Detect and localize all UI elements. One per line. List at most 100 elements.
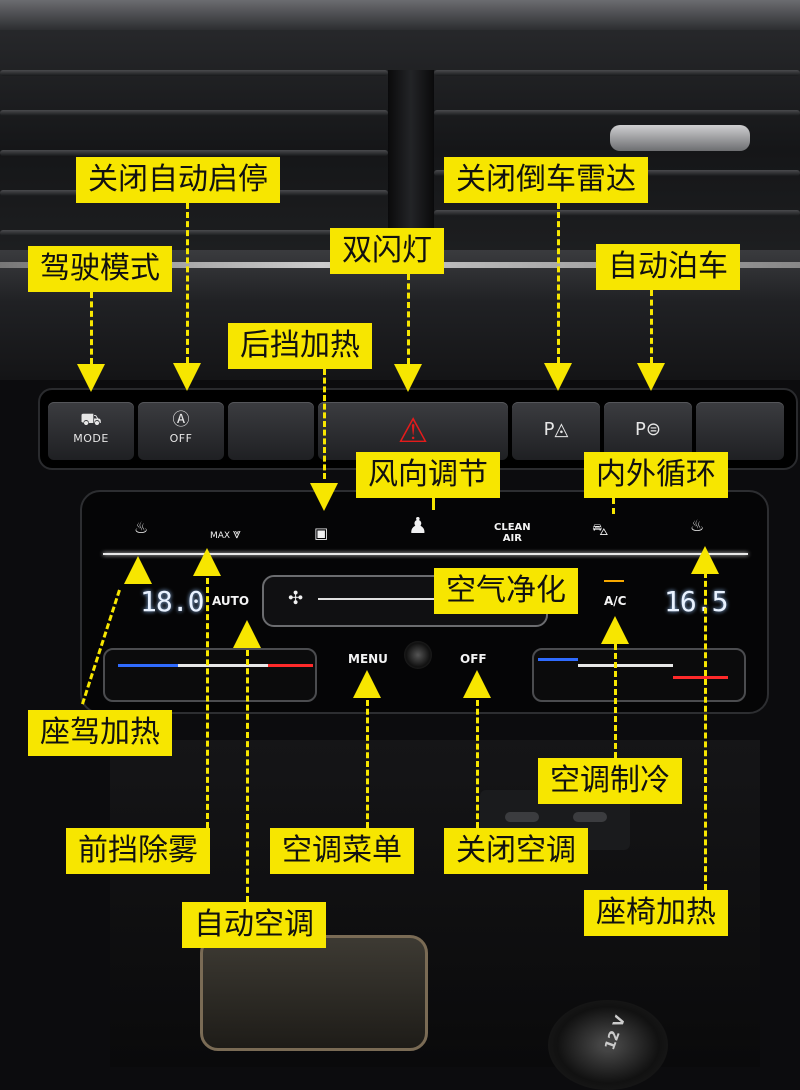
temp-slider-right[interactable] <box>532 648 746 702</box>
callout-rear-radar: 关闭倒车雷达 <box>444 157 648 203</box>
callout-line <box>186 203 189 363</box>
callout-line <box>323 369 326 479</box>
auto-park-button[interactable]: P⊜ <box>604 402 692 460</box>
temperature-left: 18.0 <box>140 585 204 618</box>
panel-light-line <box>103 553 748 555</box>
park-distance-icon: P <box>543 419 555 440</box>
defrost-icon: ⩔ <box>232 526 241 542</box>
callout-arrow <box>463 670 491 698</box>
temperature-right: 16.5 <box>664 585 728 618</box>
ac-off-button[interactable]: OFF <box>460 652 487 666</box>
auto-stop-icon: Ⓐ <box>172 410 190 430</box>
mode-label: MODE <box>73 432 109 445</box>
callout-front-defog: 前挡除雾 <box>66 828 210 874</box>
park-assist-button[interactable]: P◬ <box>512 402 600 460</box>
vent-divider <box>388 70 434 240</box>
callout-arrow <box>124 556 152 584</box>
callout-line <box>557 203 560 363</box>
ac-button[interactable]: A/C <box>604 594 627 608</box>
callout-line <box>614 644 617 758</box>
vent-slat <box>434 210 800 216</box>
vent-slat <box>0 230 388 236</box>
callout-auto-park: 自动泊车 <box>596 244 740 290</box>
callout-arrow <box>394 364 422 392</box>
control-knob[interactable] <box>404 641 432 669</box>
callout-seat-heat: 座椅加热 <box>584 890 728 936</box>
auto-park-icon: P <box>635 419 646 440</box>
seat-heat-right-icon[interactable]: ♨ <box>690 516 705 535</box>
ac-menu-button[interactable]: MENU <box>348 652 388 666</box>
phone-tray <box>200 935 428 1051</box>
vent-slat <box>434 110 800 116</box>
rear-defrost-icon[interactable]: ▣ <box>314 524 329 542</box>
callout-airflow: 风向调节 <box>356 452 500 498</box>
callout-line <box>432 498 435 510</box>
callout-ac-cool: 空调制冷 <box>538 758 682 804</box>
temp-slider-left[interactable] <box>103 648 317 702</box>
front-defrost-button[interactable]: MAX ⩔ <box>210 526 241 542</box>
recirculation-icon[interactable]: ⛍ <box>592 520 609 539</box>
hot-segment <box>673 676 728 679</box>
callout-auto-ac: 自动空调 <box>182 902 326 948</box>
callout-air-purify: 空气净化 <box>434 568 578 614</box>
auto-ac-button[interactable]: AUTO <box>212 594 250 608</box>
fan-level-line <box>318 598 458 600</box>
callout-arrow <box>691 546 719 574</box>
drive-mode-button[interactable]: ⛟ MODE <box>48 402 134 460</box>
callout-recirculation: 内外循环 <box>584 452 728 498</box>
callout-arrow <box>353 670 381 698</box>
usb-port[interactable] <box>505 812 539 822</box>
callout-line <box>476 700 479 828</box>
callout-arrow <box>637 363 665 391</box>
vent-slat <box>0 70 388 76</box>
callout-arrow <box>77 364 105 392</box>
max-label: MAX <box>210 531 231 541</box>
vent-slat <box>434 70 800 76</box>
off-label: OFF <box>169 432 193 445</box>
callout-seat-heat-driver: 座驾加热 <box>28 710 172 756</box>
blank-button[interactable] <box>228 402 314 460</box>
air-label: AIR <box>502 533 522 544</box>
callout-line <box>612 498 615 514</box>
clean-label: CLEAN <box>494 522 531 533</box>
callout-line <box>704 572 707 890</box>
hazard-triangle-icon: ⚠ <box>397 411 429 451</box>
chrome-trim-top <box>0 0 800 30</box>
cold-segment <box>538 658 578 661</box>
callout-auto-stop: 关闭自动启停 <box>76 157 280 203</box>
callout-line <box>407 274 410 364</box>
callout-ac-off: 关闭空调 <box>444 828 588 874</box>
callout-arrow <box>173 363 201 391</box>
vent-slat <box>0 110 388 116</box>
vent-slat <box>0 150 388 156</box>
callout-arrow <box>544 363 572 391</box>
callout-line <box>366 700 369 828</box>
usb-port[interactable] <box>573 812 607 822</box>
callout-line <box>206 578 209 828</box>
callout-line <box>650 290 653 363</box>
neutral-segment <box>578 664 673 667</box>
callout-ac-menu: 空调菜单 <box>270 828 414 874</box>
seat-heat-left-icon[interactable]: ♨ <box>134 518 149 537</box>
hazard-button[interactable]: ⚠ <box>318 402 508 460</box>
hot-segment <box>268 664 313 667</box>
callout-drive-mode: 驾驶模式 <box>28 246 172 292</box>
blank-button-right[interactable] <box>696 402 784 460</box>
callout-arrow <box>601 616 629 644</box>
callout-line <box>90 292 93 364</box>
cold-segment <box>118 664 178 667</box>
vent-adjuster[interactable] <box>610 125 750 151</box>
fan-icon: ✣ <box>288 588 304 609</box>
callout-arrow <box>310 483 338 511</box>
callout-arrow <box>193 548 221 576</box>
callout-arrow <box>233 620 261 648</box>
neutral-segment <box>178 664 268 667</box>
car-icon: ⛟ <box>80 410 102 430</box>
callout-line <box>246 650 249 902</box>
callout-rear-defrost: 后挡加热 <box>228 323 372 369</box>
auto-stop-off-button[interactable]: Ⓐ OFF <box>138 402 224 460</box>
callout-hazard: 双闪灯 <box>330 228 444 274</box>
clean-air-button[interactable]: CLEAN AIR <box>494 522 531 544</box>
airflow-direction-icon[interactable]: ♟ <box>408 514 428 539</box>
ac-indicator <box>604 580 624 582</box>
